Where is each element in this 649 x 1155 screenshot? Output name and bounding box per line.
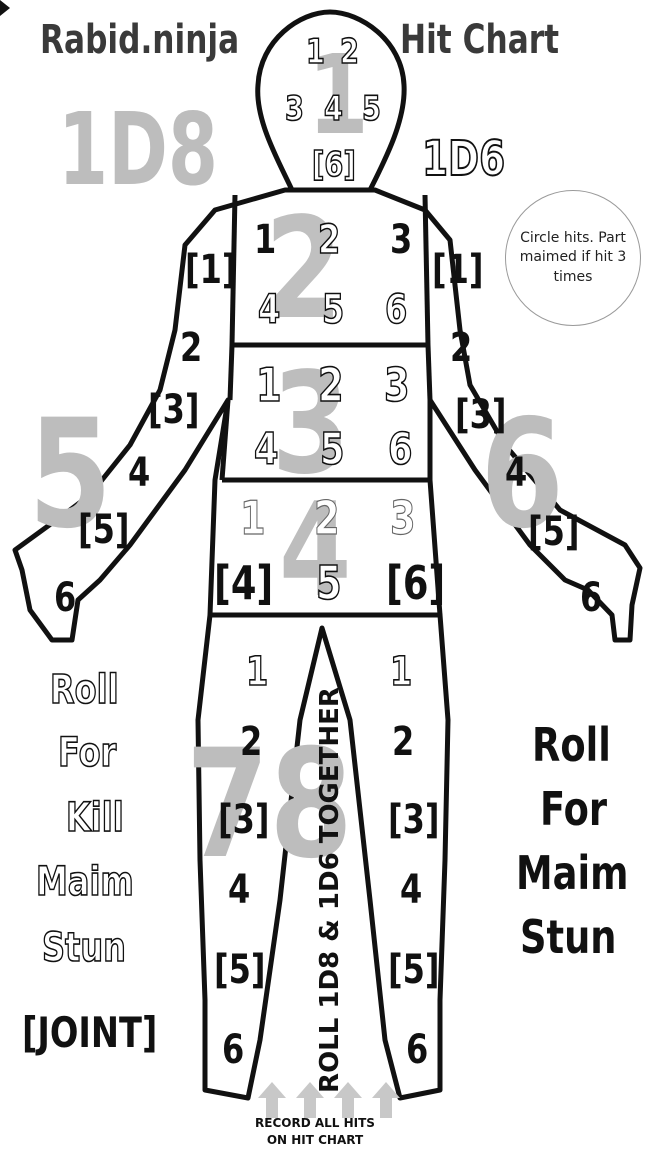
pelvis-cell: [6]: [386, 560, 445, 606]
right-arm-cell: [3]: [455, 395, 507, 435]
roll-together-instruction: ROLL 1D8 & 1D6 TOGETHER: [315, 687, 345, 1093]
left-arm-cell: [3]: [148, 390, 200, 430]
abdomen-cell: 6: [388, 428, 413, 472]
right-maim-word: Maim: [516, 850, 628, 896]
left-stun-word: Stun: [42, 928, 126, 968]
head-cell: 3: [285, 92, 304, 126]
d6-label: 1D6: [422, 135, 505, 183]
chest-cell: 6: [385, 290, 407, 330]
title-left: Rabid.ninja: [40, 20, 239, 60]
left-arm-cell: [5]: [78, 510, 130, 550]
left-leg-cell: [5]: [214, 950, 266, 990]
chest-cell: 5: [322, 290, 344, 330]
head-cell: 2: [340, 35, 359, 69]
pelvis-cell: 1: [240, 495, 266, 541]
left-arm-cell: 2: [180, 328, 202, 368]
abdomen-cell: 4: [254, 428, 279, 472]
left-for-word: For: [58, 733, 116, 773]
head-cell: 4: [324, 92, 343, 126]
hit-note: Circle hits. Part maimed if hit 3 times: [505, 190, 641, 326]
left-roll-word: Roll: [50, 670, 119, 710]
right-leg-cell: 1: [390, 652, 412, 692]
abdomen-cell: 3: [384, 362, 410, 408]
right-leg-cell: [3]: [388, 800, 440, 840]
pelvis-cell: 3: [390, 495, 416, 541]
right-leg-cell: 2: [392, 722, 414, 762]
chest-cell: 3: [390, 220, 412, 260]
record-hits-hint: RECORD ALL HITS ON HIT CHART: [245, 1115, 385, 1149]
abdomen-cell: 1: [256, 362, 282, 408]
chest-cell: 4: [258, 290, 280, 330]
joint-label: [JOINT]: [22, 1012, 157, 1054]
abdomen-cell: 2: [318, 362, 344, 408]
left-leg-cell: 2: [240, 722, 262, 762]
right-leg-cell: [5]: [388, 950, 440, 990]
pelvis-cell: [4]: [214, 560, 273, 606]
right-arm-cell: [5]: [528, 512, 580, 552]
left-leg-cell: [3]: [218, 800, 270, 840]
pelvis-cell: 5: [316, 560, 342, 606]
pelvis-cell: 2: [314, 495, 340, 541]
head-cell: 5: [362, 92, 381, 126]
right-for-word: For: [540, 786, 607, 832]
abdomen-cell: 5: [320, 428, 345, 472]
chest-cell: 2: [318, 220, 340, 260]
right-roll-word: Roll: [532, 722, 611, 768]
hit-note-text: Circle hits. Part maimed if hit 3 times: [513, 229, 633, 288]
right-leg-cell: 6: [406, 1030, 428, 1070]
right-leg-cell: 4: [400, 870, 422, 910]
left-maim-word: Maim: [36, 862, 134, 902]
right-arm-cell: [1]: [432, 250, 484, 290]
left-arm-cell: [1]: [185, 250, 237, 290]
right-arm-cell: 4: [505, 453, 527, 493]
left-leg-cell: 1: [246, 652, 268, 692]
title-right: Hit Chart: [400, 20, 559, 60]
right-arm-cell: 2: [450, 328, 472, 368]
left-arm-cell: 4: [128, 453, 150, 493]
left-kill-word: Kill: [66, 798, 124, 838]
left-leg-cell: 6: [222, 1030, 244, 1070]
d8-label: 1D8: [58, 100, 218, 200]
chest-cell: 1: [254, 220, 276, 260]
head-cell: [6]: [312, 148, 356, 182]
left-arm-cell: 6: [54, 578, 76, 618]
right-stun-word: Stun: [520, 914, 617, 960]
left-leg-cell: 4: [228, 870, 250, 910]
right-arm-cell: 6: [580, 578, 602, 618]
head-cell: 1: [306, 35, 325, 69]
record-arrows-icon: [252, 1080, 412, 1120]
